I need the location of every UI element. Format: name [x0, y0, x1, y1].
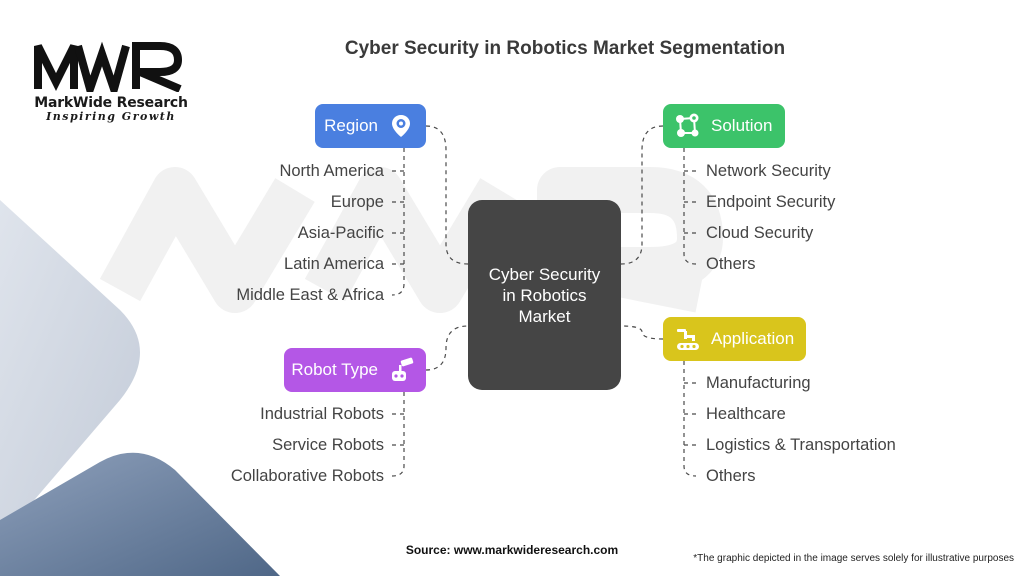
mwr-logo-mark: [34, 41, 183, 92]
category-robot-type: Robot Type: [284, 348, 426, 392]
center-node: Cyber Security in Robotics Market: [468, 200, 621, 390]
brand-tagline: Inspiring Growth: [46, 110, 176, 123]
region-item: Middle East & Africa: [236, 286, 384, 304]
category-application: Application: [663, 317, 806, 361]
region-item: Latin America: [284, 255, 384, 273]
diagram-title: Cyber Security in Robotics Market Segmen…: [344, 38, 786, 59]
connector-region-items: [391, 148, 405, 296]
application-item: Logistics & Transportation: [706, 436, 896, 454]
connector-application-items: [683, 361, 697, 477]
category-application-label: Application: [711, 329, 795, 348]
region-item: Europe: [330, 193, 384, 211]
region-item: North America: [279, 162, 384, 180]
robot-type-item: Service Robots: [272, 436, 384, 454]
application-item: Healthcare: [706, 405, 786, 423]
category-solution-label: Solution: [711, 116, 773, 135]
connector-solution-center: [620, 125, 664, 265]
robot-type-item: Industrial Robots: [260, 405, 384, 423]
category-robot-type-label: Robot Type: [291, 360, 378, 379]
category-region: Region: [315, 104, 426, 148]
brand-name: MarkWide Research: [34, 95, 188, 111]
category-solution: Solution: [663, 104, 785, 148]
robot-camera-icon: [386, 355, 416, 385]
solution-item: Endpoint Security: [706, 193, 836, 211]
robotic-arm-conveyor-icon: [673, 324, 703, 354]
network-nodes-icon: [673, 111, 703, 141]
region-item: Asia-Pacific: [297, 224, 384, 242]
application-item: Manufacturing: [706, 374, 811, 392]
disclaimer-note: *The graphic depicted in the image serve…: [693, 553, 1014, 564]
connector-region-center: [425, 125, 469, 265]
brand-logo: MarkWide Research Inspiring Growth: [34, 40, 188, 123]
connector-solution-items: [683, 148, 697, 265]
robot-type-item: Collaborative Robots: [230, 467, 384, 485]
solution-item: Others: [706, 255, 756, 273]
category-region-label: Region: [324, 116, 378, 135]
bg-shape-dark: [0, 452, 280, 576]
application-item: Others: [706, 467, 756, 485]
solution-item: Cloud Security: [706, 224, 814, 242]
connector-application-center: [620, 325, 664, 340]
location-gear-icon: [386, 111, 416, 141]
solution-item: Network Security: [706, 162, 831, 180]
source-credit: Source: www.markwideresearch.com: [405, 543, 619, 557]
connector-robot-center: [425, 325, 469, 371]
connector-robot-items: [391, 392, 405, 477]
bg-shape-light: [0, 200, 140, 540]
